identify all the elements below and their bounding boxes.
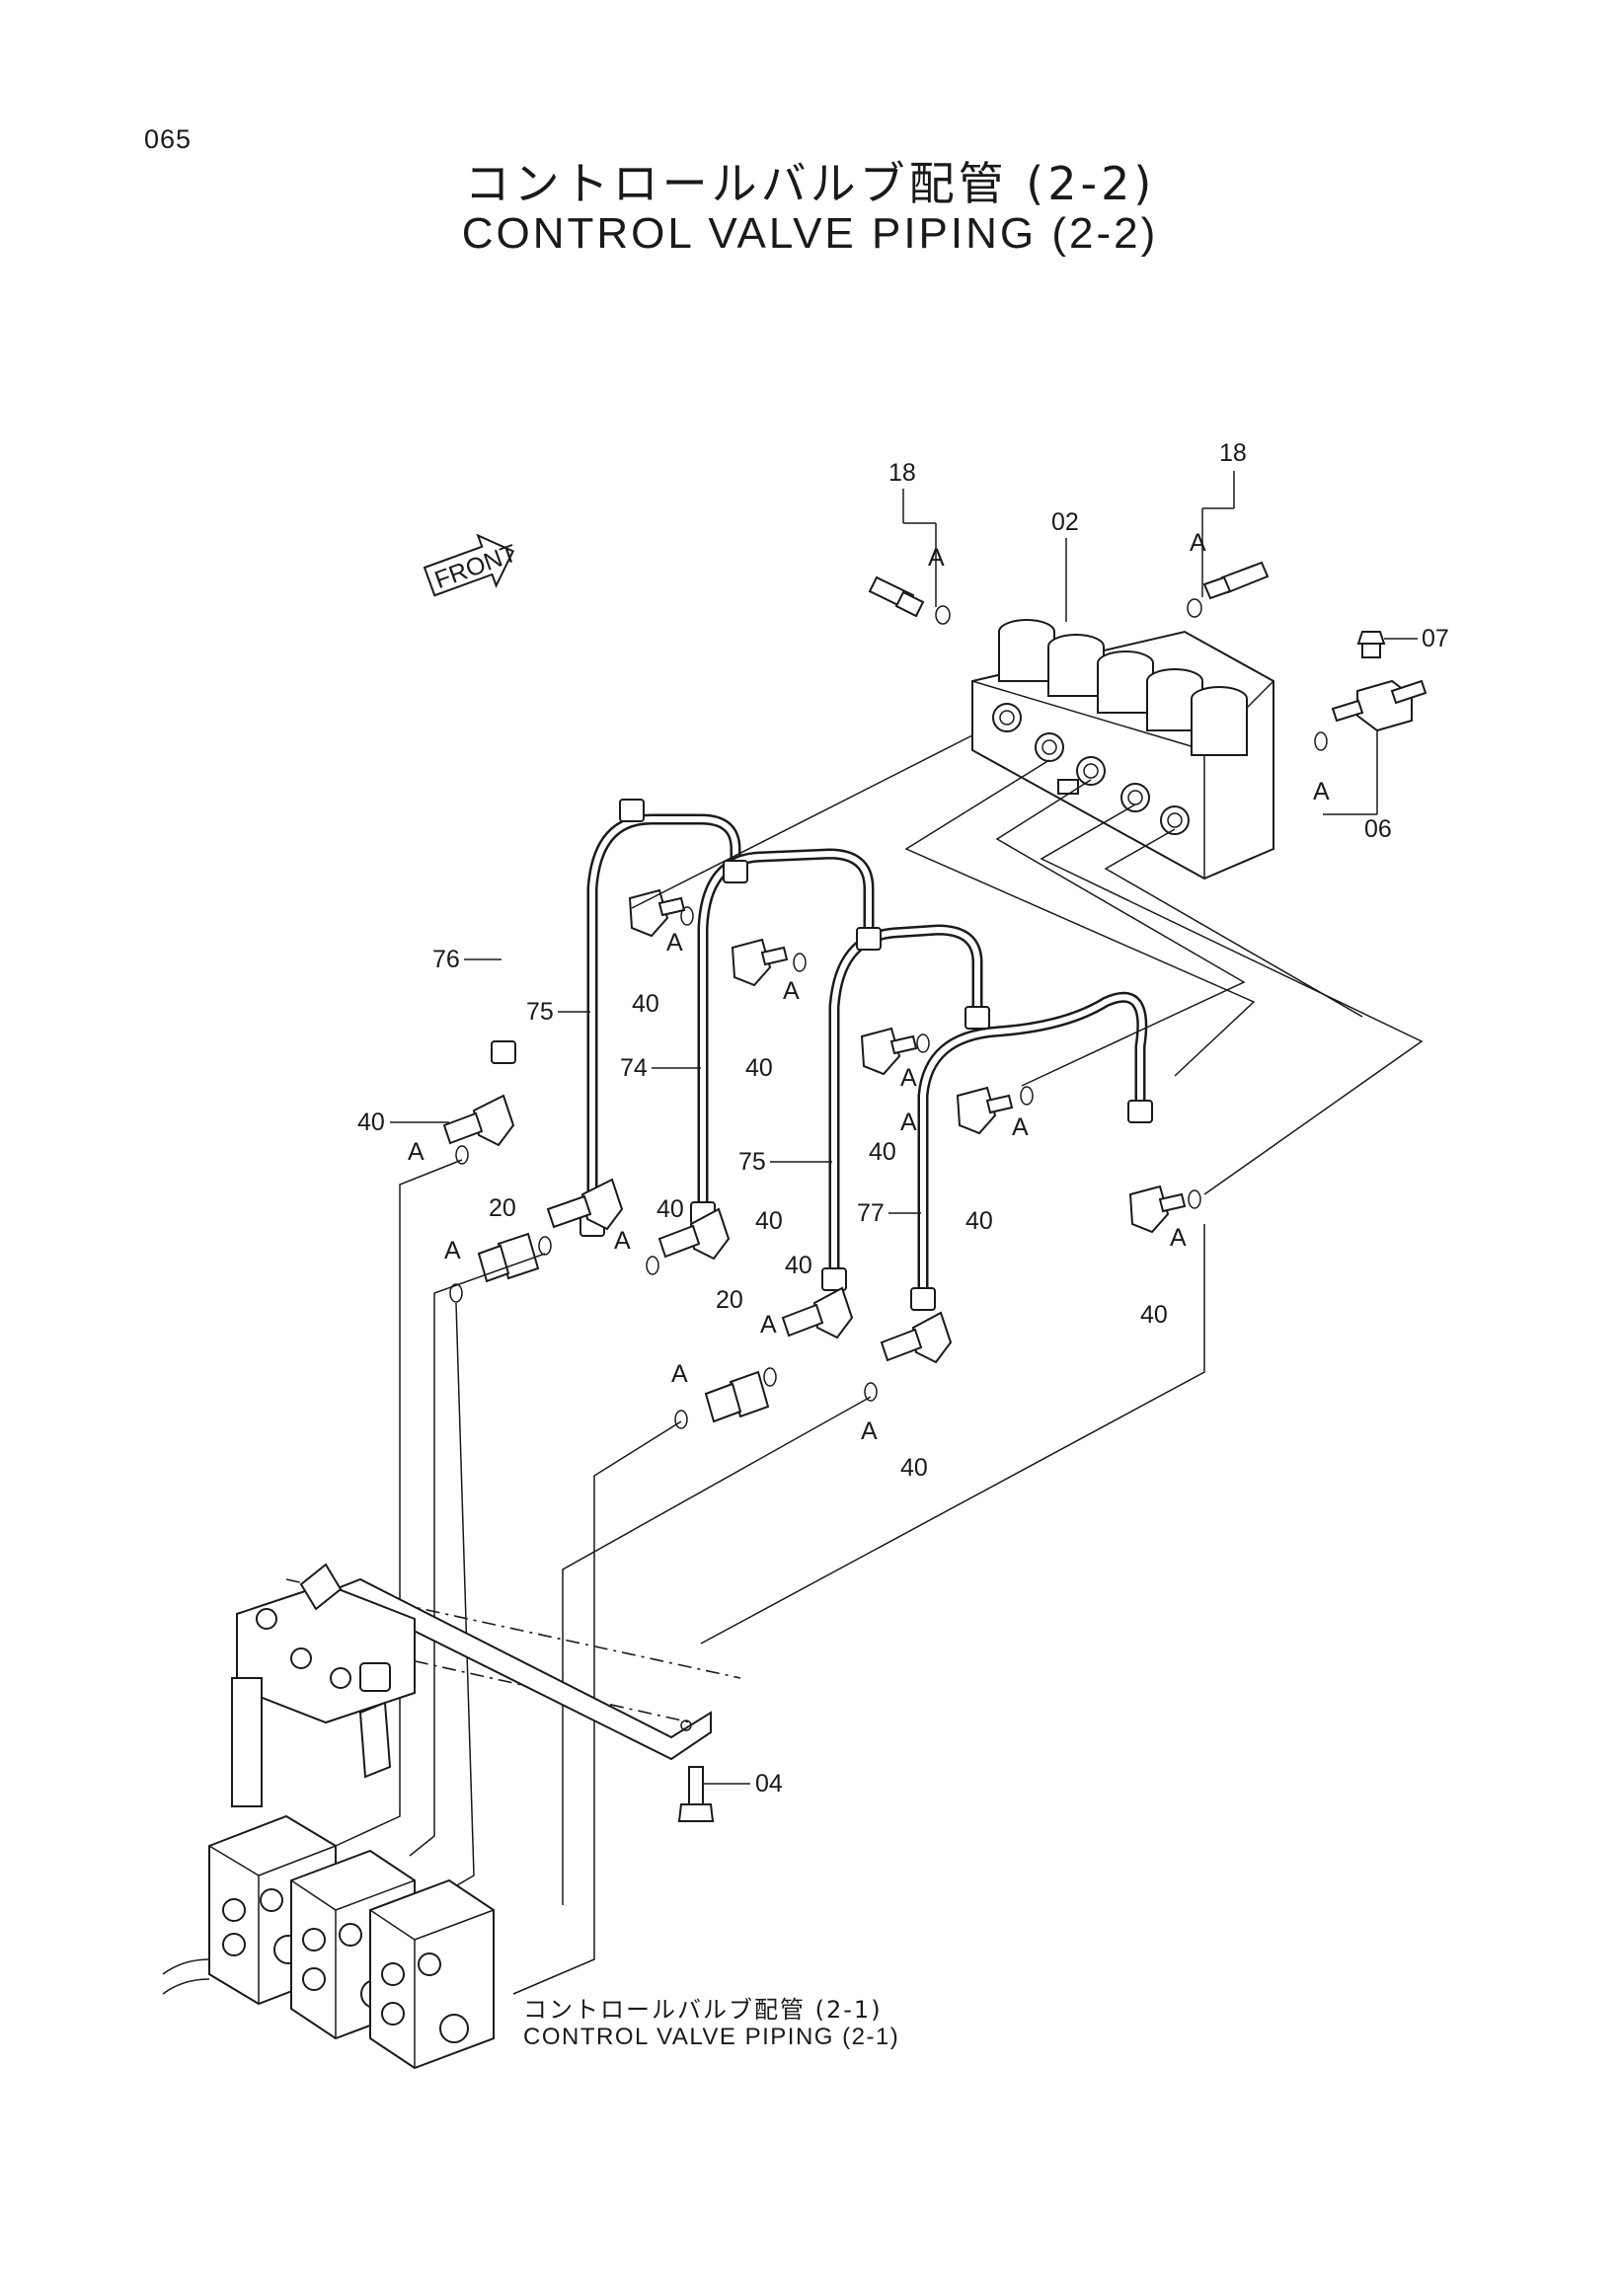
callout-18-left: 18 (888, 459, 916, 487)
oring-marker: A (760, 1311, 777, 1339)
oring-marker: A (614, 1227, 631, 1255)
callout-40-h: 40 (755, 1207, 783, 1235)
oring-marker: A (1313, 778, 1330, 805)
oring-marker: A (408, 1138, 424, 1166)
oring-marker: A (444, 1237, 461, 1264)
part-callouts: 18 18 02 07 06 76 75 74 75 77 04 40 40 4… (357, 439, 1449, 1798)
callout-20-a: 20 (489, 1194, 516, 1222)
solenoid-coils (998, 619, 1248, 756)
routing-lines (246, 734, 1424, 1995)
oring-marker: A (900, 1064, 917, 1092)
oring-marker: A (666, 929, 683, 957)
callout-40-a: 40 (632, 990, 659, 1018)
mounting-bracket (231, 1563, 712, 1807)
callout-74: 74 (620, 1054, 648, 1082)
o-ring-markers: A A A A A A A A A A A A A A A (408, 529, 1330, 1445)
oring-marker: A (1012, 1113, 1029, 1141)
callout-40-f: 40 (357, 1109, 385, 1136)
page-title-japanese: コントロールバルブ配管 (2-2) (464, 157, 1156, 210)
solenoid-valve-block (971, 619, 1274, 880)
callout-76: 76 (432, 946, 460, 973)
oring-marker: A (1170, 1224, 1187, 1252)
oring-marker: A (783, 977, 800, 1005)
callout-75-upper: 75 (526, 998, 554, 1026)
page-title-english: CONTROL VALVE PIPING (2-2) (461, 209, 1159, 258)
oring-marker: A (1190, 529, 1206, 557)
callout-75-lower: 75 (738, 1148, 766, 1176)
reference-title-english: CONTROL VALVE PIPING (2-1) (523, 2024, 900, 2050)
oring-marker: A (900, 1109, 917, 1136)
grease-nipple-07 (1356, 631, 1386, 658)
pipe-76 (502, 714, 633, 1046)
callout-06: 06 (1364, 815, 1392, 843)
page-number: 065 (144, 124, 193, 154)
callout-20-b: 20 (716, 1286, 743, 1314)
bolt-04 (677, 1766, 715, 1822)
o-rings (449, 906, 1201, 1429)
front-label: FRONT (431, 539, 520, 594)
callout-02: 02 (1051, 508, 1079, 536)
pipe-75-lower (828, 924, 983, 1273)
fitting-18-left (868, 575, 951, 625)
elbow-fittings-40 (442, 888, 1187, 1364)
callout-04: 04 (755, 1770, 783, 1798)
adapter-06 (1314, 679, 1427, 751)
callout-40-d: 40 (965, 1207, 993, 1235)
callout-77: 77 (857, 1199, 885, 1227)
reference-title-japanese: コントロールバルブ配管 (2-1) (523, 1996, 883, 2024)
pipe-74 (697, 848, 875, 1209)
oring-marker: A (671, 1360, 688, 1388)
fitting-18-right (1187, 561, 1270, 618)
callout-07: 07 (1422, 625, 1449, 652)
control-valve-blocks (162, 1814, 495, 2070)
callout-40-c: 40 (869, 1138, 896, 1166)
callout-18-right: 18 (1219, 439, 1247, 467)
oring-marker: A (861, 1417, 878, 1445)
callout-40-e: 40 (1140, 1301, 1168, 1329)
callout-40-i: 40 (785, 1252, 812, 1279)
oring-marker: A (928, 544, 945, 572)
callout-40-j: 40 (900, 1454, 928, 1482)
callout-40-b: 40 (745, 1054, 773, 1082)
front-arrow-icon: FRONT (423, 533, 520, 597)
callout-40-g: 40 (656, 1195, 684, 1223)
